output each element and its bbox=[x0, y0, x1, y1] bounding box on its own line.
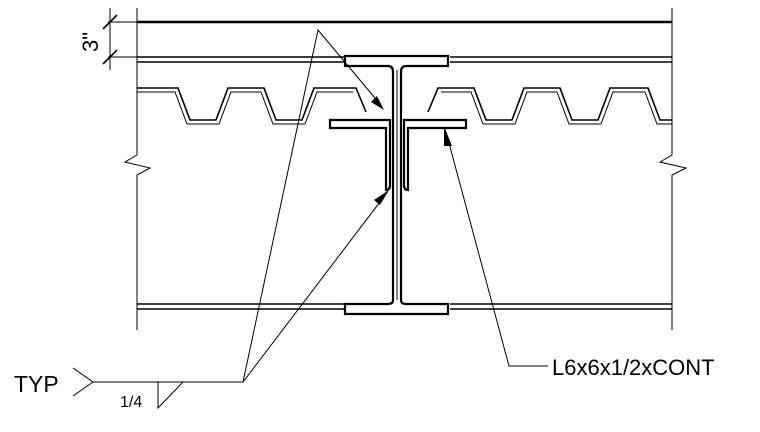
continuous-angle-left bbox=[328, 118, 392, 192]
wide-flange-beam bbox=[343, 54, 450, 316]
metal-deck-left-inner bbox=[137, 91, 353, 125]
break-line-left bbox=[123, 8, 152, 330]
weld-arrowhead-bottom bbox=[374, 190, 389, 205]
metal-deck-right bbox=[427, 87, 672, 121]
weld-leaders bbox=[242, 28, 387, 383]
weld-symbol bbox=[72, 367, 243, 410]
weld-size: 1/4 bbox=[120, 394, 142, 411]
break-line-right bbox=[658, 8, 688, 330]
angle-callout-label: L6x6x1/2xCONT bbox=[552, 355, 715, 380]
dimension-label: 3" bbox=[78, 32, 103, 52]
continuous-angle-right bbox=[402, 118, 468, 192]
deck-top-lines bbox=[137, 56, 672, 63]
dimension-3in bbox=[102, 8, 137, 70]
weld-tail-note: TYP bbox=[14, 371, 59, 397]
weld-arrowhead-top bbox=[371, 96, 384, 110]
metal-deck-left bbox=[137, 87, 367, 121]
metal-deck-right-inner bbox=[441, 91, 672, 125]
angle-callout-arrowhead bbox=[444, 126, 452, 146]
bottom-slab-lines bbox=[137, 303, 672, 310]
angle-callout-leader bbox=[445, 131, 548, 367]
